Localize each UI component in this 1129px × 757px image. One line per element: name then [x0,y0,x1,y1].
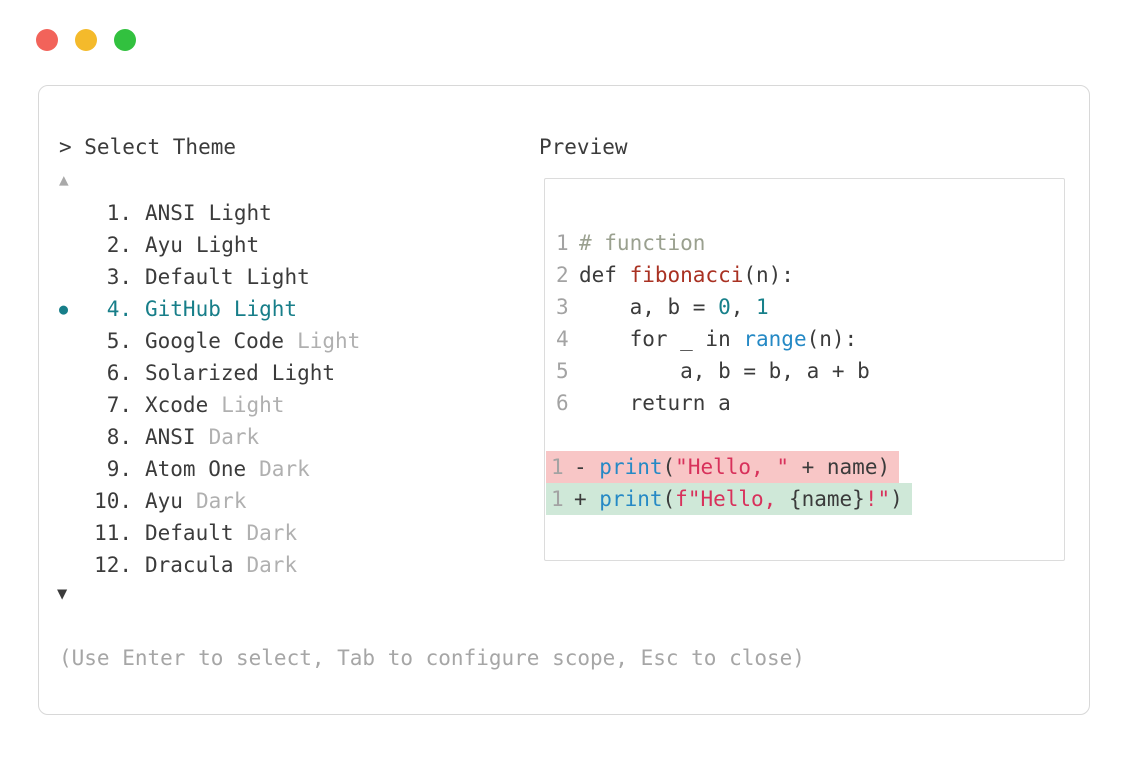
code-line: 3 a, b = 0, 1 [545,291,1064,323]
theme-item-ayu-dark[interactable]: 10. Ayu Dark [39,485,519,517]
theme-item-name: Xcode [145,393,209,417]
close-button[interactable] [36,29,58,51]
theme-item-name: Default [145,265,234,289]
theme-item-dracula-dark[interactable]: 12. Dracula Dark [39,549,519,581]
diff-highlight-added: 1+ print(f"Hello, {name}!") [546,483,912,515]
theme-item-number: 9. [106,457,132,481]
theme-item-ayu-light[interactable]: 2. Ayu Light [39,229,519,261]
window-controls [36,29,136,51]
line-number: 5 [556,359,569,383]
blank-line [545,419,1064,451]
theme-item-name: Atom One [145,457,247,481]
line-number: 1 [551,455,564,479]
theme-item-number: 7. [106,393,132,417]
theme-item-solarized-light[interactable]: 6. Solarized Light [39,357,519,389]
theme-item-variant: Light [297,329,361,353]
line-number: 2 [556,263,569,287]
diff-highlight-removed: 1- print("Hello, " + name) [546,451,900,483]
theme-item-name: Default [145,521,234,545]
theme-item-variant: Light [195,233,260,257]
theme-item-default-dark[interactable]: 11. Default Dark [39,517,519,549]
line-number: 1 [556,231,569,255]
theme-item-number: 11. [94,521,132,545]
theme-item-xcode-light[interactable]: 7. Xcode Light [39,389,519,421]
theme-item-name: ANSI [145,425,196,449]
theme-item-number: 12. [94,553,132,577]
line-number: 1 [551,487,564,511]
scroll-down-icon: ▼ [57,584,68,604]
theme-item-name: Dracula [145,553,234,577]
theme-item-name: ANSI [145,201,196,225]
theme-item-number: 5. [106,329,132,353]
theme-item-name: Ayu [145,489,183,513]
theme-item-default-light[interactable]: 3. Default Light [39,261,519,293]
theme-item-variant: Light [208,201,272,225]
theme-item-name: Ayu [145,233,183,257]
theme-item-number: 4. [106,297,132,321]
preview-title: Preview [539,135,628,159]
code-line: 5 a, b = b, a + b [545,355,1064,387]
maximize-button[interactable] [114,29,136,51]
theme-item-name: Google Code [145,329,285,353]
theme-item-variant: Light [271,361,336,385]
theme-item-atom-one-dark[interactable]: 9. Atom One Dark [39,453,519,485]
code-line: 6 return a [545,387,1064,419]
keyboard-hint: (Use Enter to select, Tab to configure s… [59,646,805,670]
theme-item-variant: Dark [246,553,298,577]
minimize-button[interactable] [75,29,97,51]
code-line: 1# function [545,227,1064,259]
theme-item-variant: Light [221,393,285,417]
theme-item-github-light[interactable]: ● 4. GitHub Light [39,293,519,325]
line-number: 6 [556,391,569,415]
theme-item-variant: Light [246,265,310,289]
theme-item-number: 10. [94,489,132,513]
theme-item-number: 8. [106,425,132,449]
theme-item-ansi-light[interactable]: 1. ANSI Light [39,197,519,229]
theme-item-name: GitHub [145,297,221,321]
scroll-up-icon: ▲ [59,170,69,189]
theme-item-name: Solarized [145,361,259,385]
theme-item-number: 1. [106,201,132,225]
theme-item-number: 2. [106,233,132,257]
theme-item-variant: Dark [195,489,247,513]
theme-item-variant: Light [233,297,298,321]
select-theme-title: > Select Theme [59,135,237,159]
diff-line-removed: 1- print("Hello, " + name) [545,451,1064,483]
theme-item-variant: Dark [246,521,298,545]
selected-dot-icon: ● [59,300,69,318]
theme-item-variant: Dark [259,457,310,481]
theme-item-google-code-light[interactable]: 5. Google Code Light [39,325,519,357]
theme-item-ansi-dark[interactable]: 8. ANSI Dark [39,421,519,453]
diff-line-added: 1+ print(f"Hello, {name}!") [545,483,1064,515]
theme-item-number: 3. [106,265,132,289]
line-number: 4 [556,327,569,351]
theme-item-variant: Dark [208,425,260,449]
code-line: 4 for _ in range(n): [545,323,1064,355]
line-number: 3 [556,295,569,319]
theme-item-number: 6. [106,361,132,385]
